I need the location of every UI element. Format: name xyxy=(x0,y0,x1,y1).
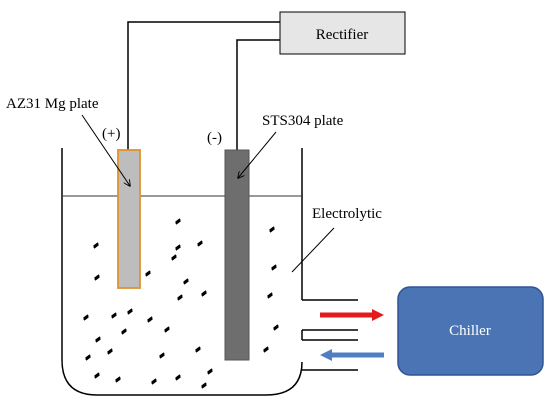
anode-plate xyxy=(117,149,141,289)
negative-terminal-label: (-) xyxy=(207,130,222,146)
rectifier-label: Rectifier xyxy=(316,27,368,43)
positive-terminal-label: (+) xyxy=(102,126,120,142)
anode-plate-label: AZ31 Mg plate xyxy=(6,96,99,112)
cathode-plate-label: STS304 plate xyxy=(262,113,344,129)
electrolyte-leader-arrow xyxy=(291,227,335,273)
cathode-leader-arrow xyxy=(238,131,277,178)
chiller-box xyxy=(397,286,544,376)
rectifier-box xyxy=(279,11,406,55)
electrolyte-label: Electrolytic xyxy=(312,206,382,222)
negative-wire xyxy=(236,39,280,150)
outflow-arrowhead xyxy=(372,309,384,321)
electrolyte-squiggles xyxy=(83,218,279,389)
anode-leader-arrow xyxy=(81,114,130,186)
inflow-arrowhead xyxy=(320,349,332,361)
chiller-label: Chiller xyxy=(449,323,491,339)
positive-wire xyxy=(127,21,280,150)
cathode-plate xyxy=(224,149,250,361)
tank-wall xyxy=(61,148,303,396)
